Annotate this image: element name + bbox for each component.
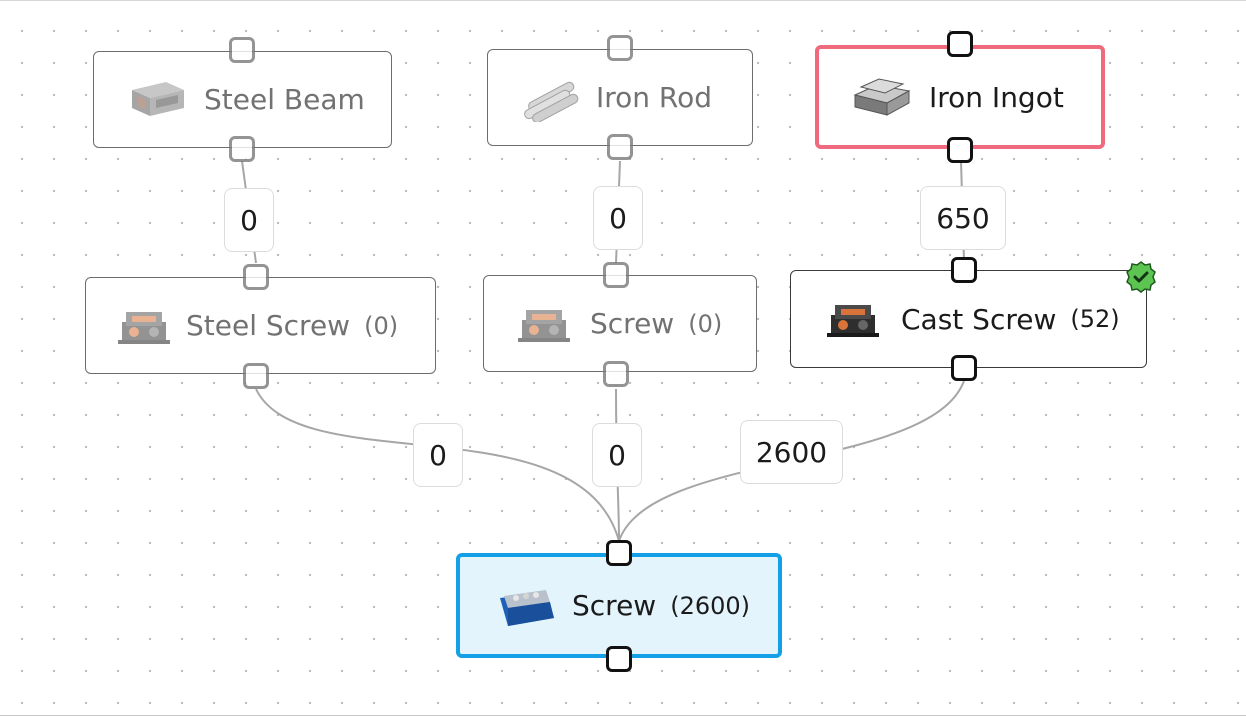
iron-rod-icon (524, 81, 579, 122)
edge-label-iron-ingot: 650 (920, 186, 1006, 250)
node-iron-ingot[interactable]: Iron Ingot (815, 45, 1105, 149)
cast-screw-input-handle[interactable] (951, 257, 977, 283)
screw-bin-icon (500, 589, 554, 626)
iron-rod-output-handle[interactable] (607, 134, 633, 160)
node-label: Iron Rod (596, 81, 713, 114)
node-quantity: (0) (364, 311, 399, 340)
node-quantity: (52) (1070, 305, 1120, 333)
steel-beam-icon (132, 81, 184, 116)
screw-output-input-handle[interactable] (606, 540, 632, 566)
node-steel-beam[interactable]: Steel Beam (93, 51, 392, 148)
node-label: Steel Screw (186, 309, 351, 342)
node-steel-screw[interactable]: Steel Screw (0) (85, 277, 436, 374)
steel-screw-input-handle[interactable] (243, 264, 269, 290)
constructor-icon (118, 311, 170, 344)
constructor-icon (827, 305, 879, 337)
iron-rod-input-handle[interactable] (607, 35, 633, 61)
steel-beam-input-handle[interactable] (229, 37, 255, 63)
node-cast-screw[interactable]: Cast Screw (52) (790, 270, 1147, 368)
check-badge-icon (1126, 261, 1156, 293)
steel-screw-output-handle[interactable] (243, 363, 269, 389)
iron-ingot-output-handle[interactable] (947, 137, 973, 163)
screw-recipe-input-handle[interactable] (603, 262, 629, 288)
screw-recipe-output-handle[interactable] (603, 361, 629, 387)
iron-ingot-icon (853, 78, 911, 116)
edge-label-steel-screw: 0 (413, 423, 463, 487)
node-iron-rod[interactable]: Iron Rod (487, 49, 753, 146)
constructor-icon (518, 309, 570, 342)
node-screw-recipe[interactable]: Screw (0) (483, 275, 757, 372)
node-label: Screw (572, 589, 657, 622)
node-label: Steel Beam (204, 83, 365, 116)
node-label: Screw (590, 307, 675, 340)
node-quantity: (2600) (670, 591, 751, 620)
node-screw-output[interactable]: Screw (2600) (456, 553, 782, 658)
edge-label-cast-screw: 2600 (740, 420, 843, 484)
edge-label-screw: 0 (592, 423, 642, 487)
node-label: Cast Screw (901, 302, 1057, 336)
iron-ingot-input-handle[interactable] (947, 31, 973, 57)
node-label: Iron Ingot (929, 80, 1064, 114)
node-quantity: (0) (688, 309, 723, 338)
edge-label-iron-rod: 0 (593, 186, 643, 250)
cast-screw-output-handle[interactable] (951, 355, 977, 381)
steel-beam-output-handle[interactable] (229, 136, 255, 162)
edge-label-steel-beam: 0 (224, 188, 274, 252)
screw-output-output-handle[interactable] (606, 646, 632, 672)
